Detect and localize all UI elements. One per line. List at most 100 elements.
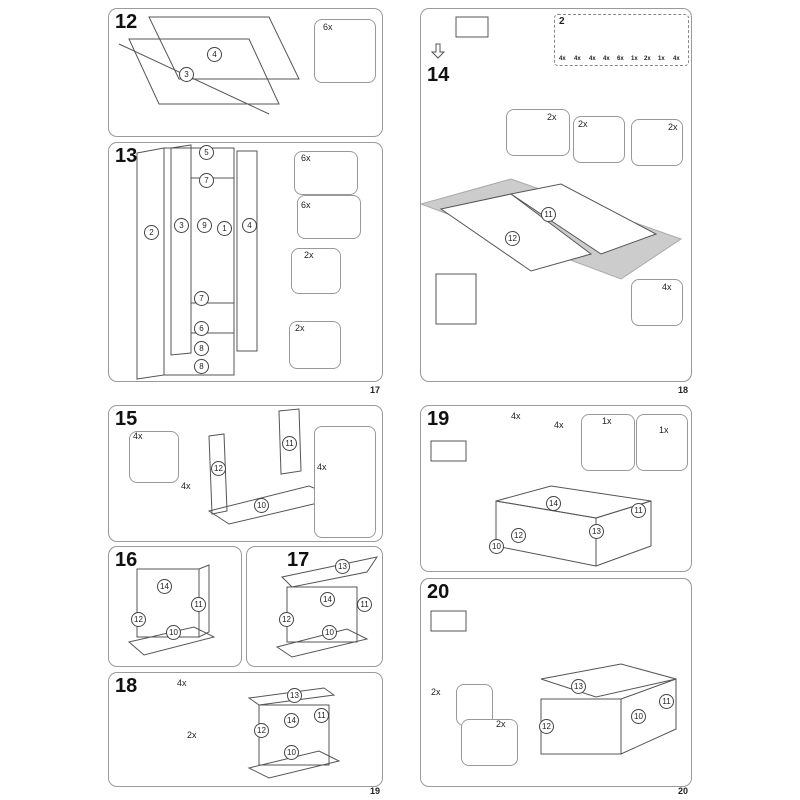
part-label: 11 xyxy=(541,207,556,222)
part-label: 11 xyxy=(282,436,297,451)
legend-count: 4x xyxy=(673,56,680,62)
hardware-legend: 2 4x 4x 4x 4x 6x 1x 2x 1x 4x xyxy=(554,14,689,66)
dowel-callout: 2x xyxy=(631,119,683,166)
part-label: 4 xyxy=(242,218,257,233)
bracket-callout: 4x xyxy=(631,279,683,326)
part-label: 12 xyxy=(211,461,226,476)
step-14-panel: 14 2 4x 4x 4x 4x 6x 1x 2x 1x 4x 2x 2x 2x… xyxy=(420,8,692,382)
part-label: 12 xyxy=(505,231,520,246)
part-label: 6 xyxy=(194,321,209,336)
part-label: 14 xyxy=(157,579,172,594)
part-label: 7 xyxy=(194,291,209,306)
part-label: 11 xyxy=(631,503,646,518)
quantity-label: 4x xyxy=(133,431,143,441)
legend-count: 1x xyxy=(658,56,665,62)
drawer-drawing xyxy=(127,564,216,656)
dowel-callout: 2x xyxy=(506,109,570,156)
part-label: 11 xyxy=(357,597,372,612)
part-label: 3 xyxy=(174,218,189,233)
quantity-label: 4x xyxy=(662,282,672,292)
drawer-drawing xyxy=(247,687,341,779)
quantity-label: 4x xyxy=(177,678,187,688)
step-number: 16 xyxy=(115,549,138,571)
part-label: 2 xyxy=(144,225,159,240)
part-label: 1 xyxy=(217,221,232,236)
hardware-callout: 1x xyxy=(581,414,635,471)
handle-callout: 2x xyxy=(291,248,341,294)
legend-count: 1x xyxy=(631,56,638,62)
screw-callout: 4x xyxy=(314,426,376,538)
step-20-panel: 20 2x 2x 13 11 12 10 xyxy=(420,578,692,787)
part-label: 12 xyxy=(254,723,269,738)
panels-drawing xyxy=(118,16,300,115)
step-17-panel: 17 13 14 11 12 10 xyxy=(246,546,383,667)
part-label: 11 xyxy=(659,694,674,709)
step-number: 13 xyxy=(115,145,138,167)
step-number: 18 xyxy=(115,675,138,697)
part-label: 14 xyxy=(546,496,561,511)
quantity-label: 2x xyxy=(496,719,506,729)
part-label: 10 xyxy=(322,625,337,640)
quantity-label: 6x xyxy=(301,153,311,163)
part-label: 12 xyxy=(511,528,526,543)
part-label: 10 xyxy=(254,498,269,513)
hardware-callout: 1x xyxy=(636,414,688,471)
part-label: 12 xyxy=(539,719,554,734)
quantity-label: 2x xyxy=(187,730,197,740)
quantity-label: 6x xyxy=(301,200,311,210)
hardware-callout: 6x xyxy=(314,19,376,83)
step-number: 12 xyxy=(115,11,138,33)
quantity-label: 4x xyxy=(554,420,564,430)
step-number: 19 xyxy=(427,408,450,430)
part-label: 10 xyxy=(489,539,504,554)
quantity-label: 2x xyxy=(431,687,441,697)
dowel-callout: 2x xyxy=(573,116,625,163)
legend-count: 4x xyxy=(559,56,566,62)
page-number: 19 xyxy=(370,786,381,796)
step-12-panel: 12 4 3 6x xyxy=(108,8,383,137)
legend-count: 4x xyxy=(574,56,581,62)
part-label: 8 xyxy=(194,359,209,374)
page-number: 20 xyxy=(678,786,689,796)
part-label: 14 xyxy=(320,592,335,607)
quantity-label: 1x xyxy=(602,416,612,426)
step-number: 15 xyxy=(115,408,138,430)
step-13-panel: 13 5 7 2 3 9 1 4 7 6 8 8 6x 6x 2x 2x xyxy=(108,142,383,382)
quantity-label: 4x xyxy=(317,462,327,472)
legend-number: 2 xyxy=(559,16,565,27)
step-number: 14 xyxy=(427,64,450,86)
legend-count: 4x xyxy=(589,56,596,62)
legend-count: 2x xyxy=(644,56,651,62)
quantity-label: 2x xyxy=(668,122,678,132)
quantity-label: 2x xyxy=(295,323,305,333)
part-label: 8 xyxy=(194,341,209,356)
step-18-panel: 18 4x 2x 13 14 11 12 10 xyxy=(108,672,383,787)
legend-count: 4x xyxy=(603,56,610,62)
hinge-callout: 6x xyxy=(297,195,361,239)
hardware-callout: 4x xyxy=(129,431,179,483)
part-label: 13 xyxy=(589,524,604,539)
part-label: 13 xyxy=(287,688,302,703)
quantity-label: 2x xyxy=(578,119,588,129)
quantity-label: 4x xyxy=(511,411,521,421)
quantity-label: 1x xyxy=(659,425,669,435)
step-16-panel: 16 14 11 12 10 xyxy=(108,546,242,667)
leg-callout: 2x xyxy=(289,321,341,369)
part-label: 11 xyxy=(314,708,329,723)
part-label: 9 xyxy=(197,218,212,233)
page-number: 17 xyxy=(370,385,381,395)
part-label: 13 xyxy=(571,679,586,694)
drawer-drawing xyxy=(430,440,652,567)
part-label: 7 xyxy=(199,173,214,188)
step-number: 17 xyxy=(287,549,310,571)
part-label: 11 xyxy=(191,597,206,612)
quantity-label: 2x xyxy=(304,250,314,260)
wardrobe-drawing xyxy=(136,144,258,380)
part-label: 3 xyxy=(179,67,194,82)
page-number: 18 xyxy=(678,385,689,395)
quantity-label: 2x xyxy=(547,112,557,122)
part-label: 14 xyxy=(284,713,299,728)
part-label: 13 xyxy=(335,559,350,574)
part-label: 5 xyxy=(199,145,214,160)
legend-count: 6x xyxy=(617,56,624,62)
